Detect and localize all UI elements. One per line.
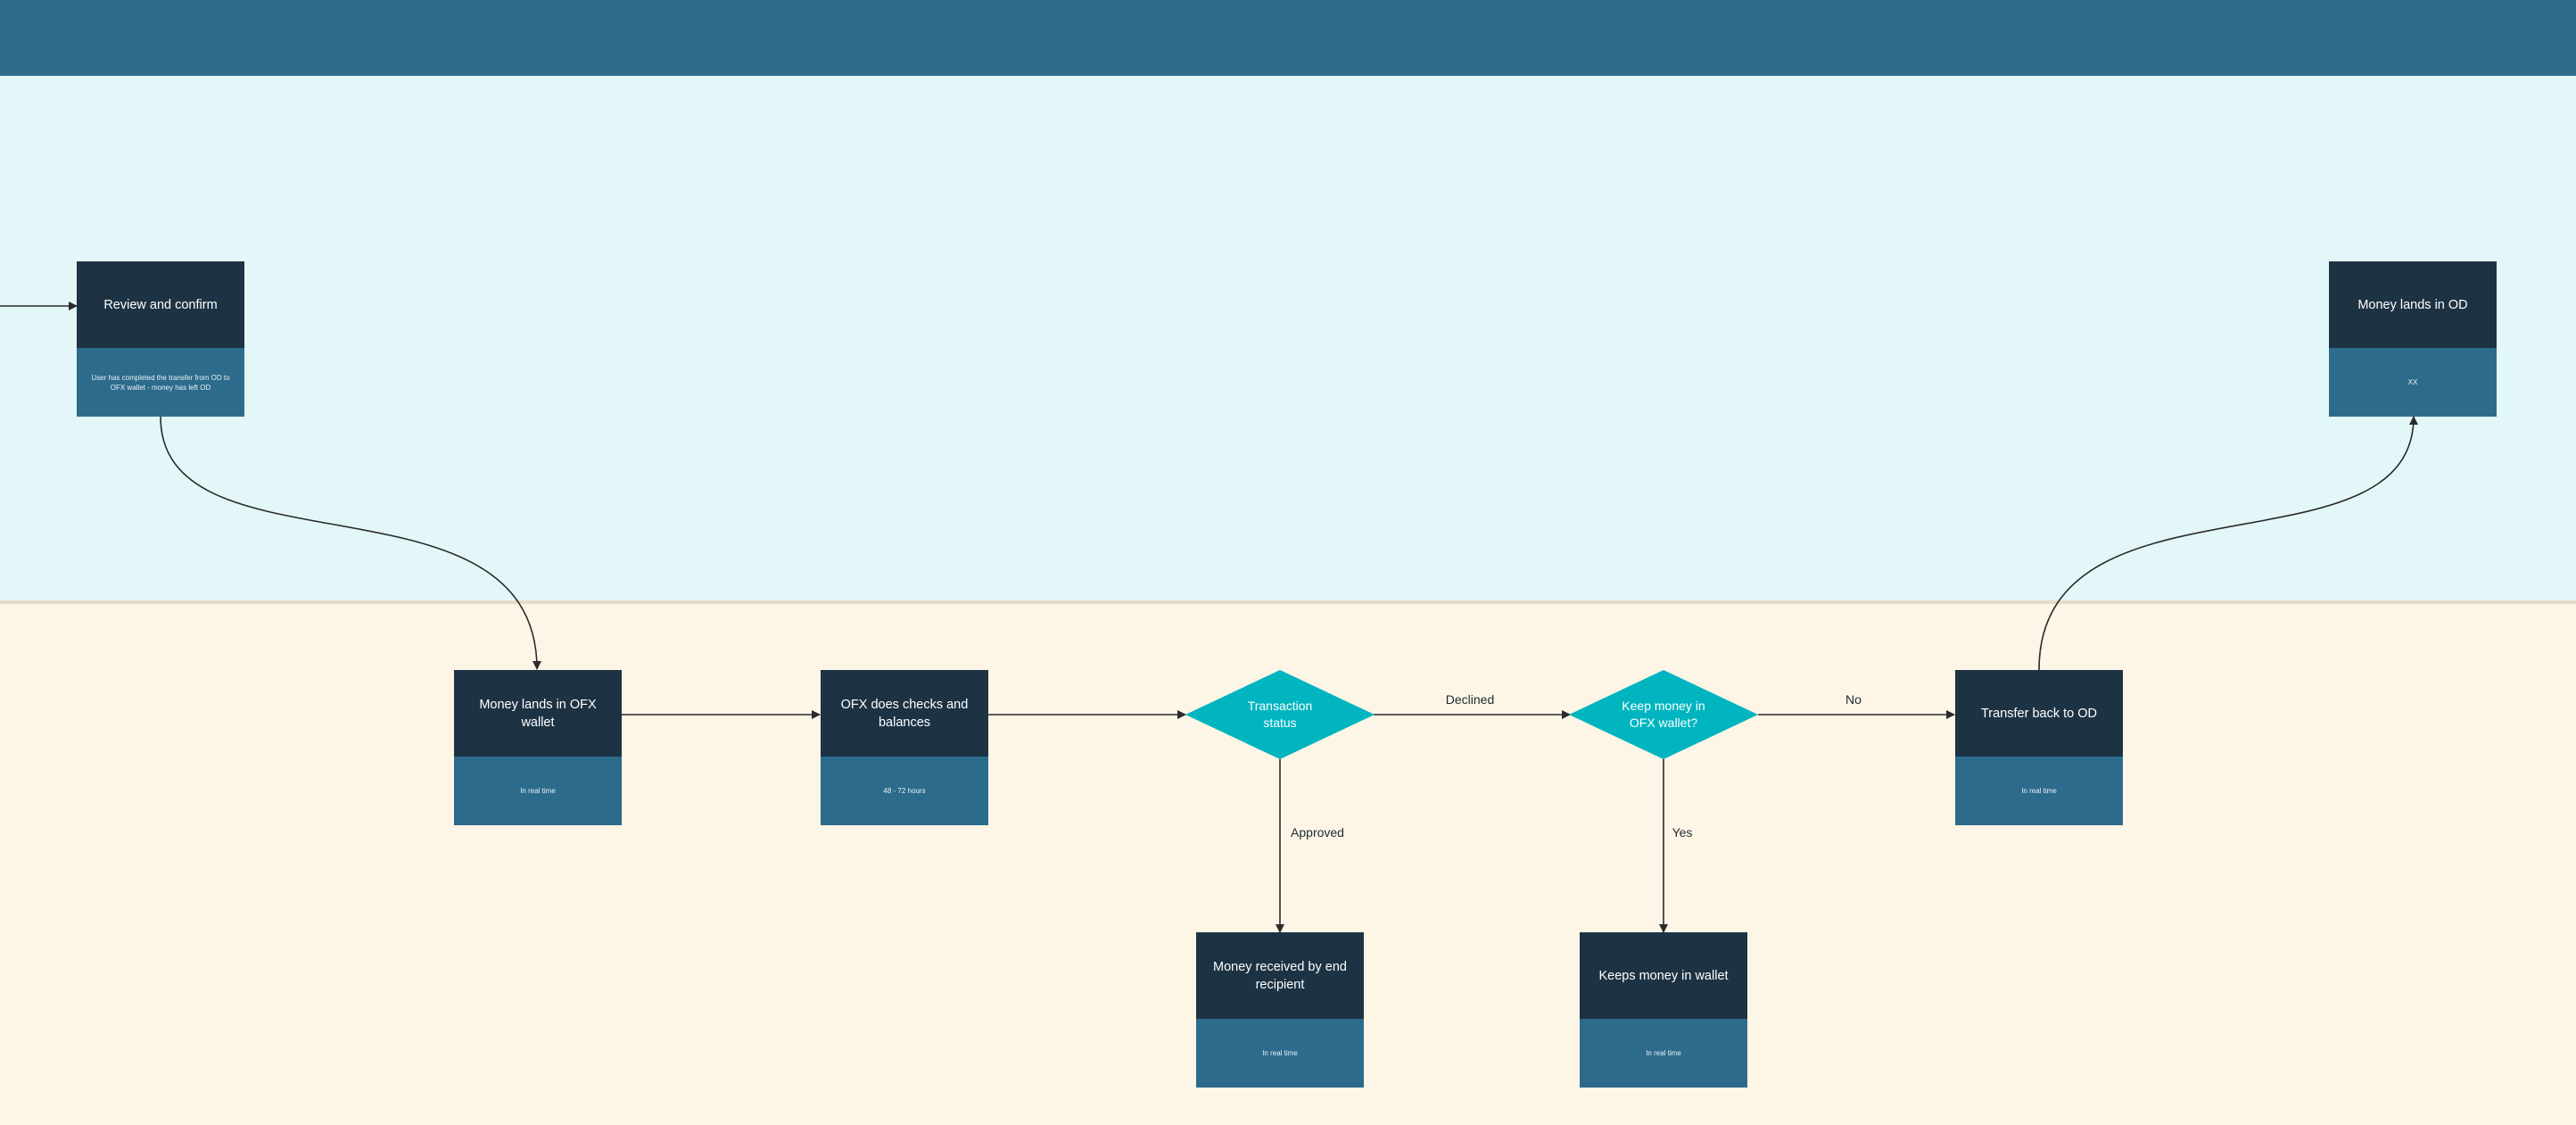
node-subtitle: In real time bbox=[1196, 1019, 1364, 1088]
edge-label-declined: Declined bbox=[1445, 692, 1495, 707]
decision-label: Transaction status bbox=[1247, 699, 1313, 730]
node-title: Money lands in OFX wallet bbox=[454, 670, 622, 757]
node-subtitle: XX bbox=[2329, 348, 2497, 417]
lane-divider bbox=[0, 600, 2576, 604]
node-subtitle: In real time bbox=[1580, 1019, 1747, 1088]
node-ofx-checks-and-balances[interactable]: OFX does checks and balances 48 - 72 hou… bbox=[821, 670, 988, 825]
node-subtitle: In real time bbox=[1955, 757, 2123, 825]
node-money-lands-in-ofx-wallet[interactable]: Money lands in OFX wallet In real time bbox=[454, 670, 622, 825]
node-keeps-money-in-wallet[interactable]: Keeps money in wallet In real time bbox=[1580, 932, 1747, 1088]
node-title: Money lands in OD bbox=[2329, 261, 2497, 348]
edge-transfer-back-to-od bbox=[2038, 416, 2418, 671]
node-title: Keeps money in wallet bbox=[1580, 932, 1747, 1019]
node-transfer-back-to-od[interactable]: Transfer back to OD In real time bbox=[1955, 670, 2123, 825]
decision-diamond-shape bbox=[1185, 670, 1375, 759]
decision-label: Keep money in OFX wallet? bbox=[1622, 699, 1705, 730]
node-review-and-confirm[interactable]: Review and confirm User has completed th… bbox=[77, 261, 244, 417]
node-money-lands-in-od[interactable]: Money lands in OD XX bbox=[2329, 261, 2497, 417]
edge-label-approved: Approved bbox=[1291, 825, 1344, 840]
swimlane-top bbox=[0, 76, 2576, 600]
node-title: Money received by end recipient bbox=[1196, 932, 1364, 1019]
node-title: OFX does checks and balances bbox=[821, 670, 988, 757]
header-bar bbox=[0, 0, 2576, 76]
node-subtitle: 48 - 72 hours bbox=[821, 757, 988, 825]
node-title: Transfer back to OD bbox=[1955, 670, 2123, 757]
node-money-received-by-end-recipient[interactable]: Money received by end recipient In real … bbox=[1196, 932, 1364, 1088]
decision-keep-money-in-ofx-wallet[interactable]: Keep money in OFX wallet? bbox=[1569, 670, 1758, 759]
node-title: Review and confirm bbox=[77, 261, 244, 348]
edge-label-yes: Yes bbox=[1672, 825, 1693, 840]
node-subtitle: User has completed the transfer from OD … bbox=[77, 348, 244, 417]
decision-transaction-status[interactable]: Transaction status bbox=[1185, 670, 1375, 759]
edge-review-to-ofx-wallet bbox=[160, 416, 541, 670]
edge-label-no: No bbox=[1845, 692, 1862, 707]
node-subtitle: In real time bbox=[454, 757, 622, 825]
decision-diamond-shape bbox=[1569, 670, 1758, 759]
